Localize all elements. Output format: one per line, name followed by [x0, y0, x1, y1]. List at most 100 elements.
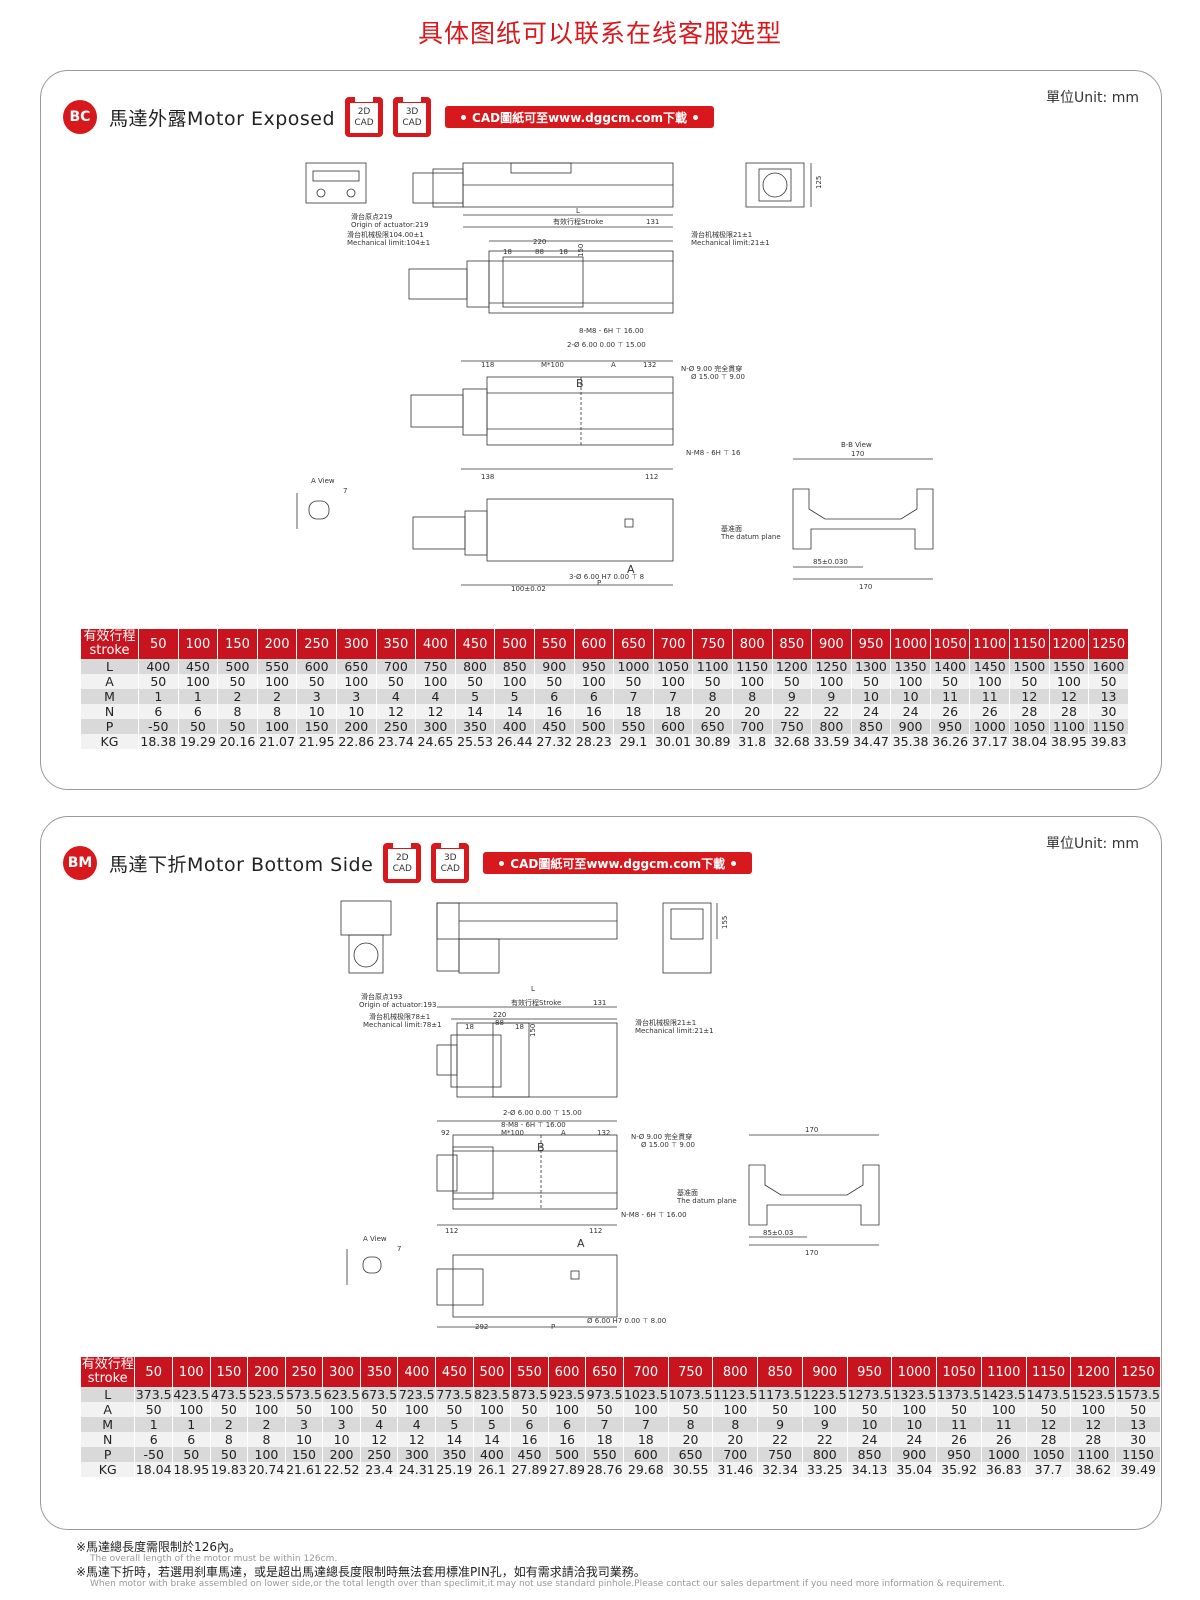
table-cell: 300	[415, 719, 456, 734]
table-cell: 1400	[930, 659, 971, 674]
table-cell: 11	[981, 1417, 1027, 1432]
stroke-header-cell: 1250	[1088, 629, 1129, 659]
origin-label: 滑台原点219	[351, 212, 392, 221]
table-cell: 350	[455, 719, 496, 734]
dim-150a: 150	[529, 1024, 537, 1037]
table-cell: 100	[1070, 1402, 1117, 1417]
table-cell: 1600	[1088, 659, 1129, 674]
table-cell: 6	[534, 689, 575, 704]
table-cell: 12	[1009, 689, 1050, 704]
mech-limit-right: 滑台机械极限21±1	[691, 230, 752, 239]
table-cell: 50	[210, 1447, 249, 1462]
table-cell: 30	[1088, 704, 1129, 719]
stroke-header-cell: 750	[668, 1357, 714, 1387]
table-cell: 1	[178, 689, 219, 704]
series-title: 馬達外露Motor Exposed	[109, 107, 336, 130]
table-cell: 100	[653, 674, 694, 689]
table-cell: 100	[891, 1402, 938, 1417]
end-view-right	[662, 902, 718, 974]
section-mark-b: B	[576, 377, 584, 390]
table-cell: 473.5	[210, 1387, 249, 1402]
stroke-header-cell: 950	[851, 629, 892, 659]
stroke-header-cell: 250	[285, 1357, 324, 1387]
table-cell: 50	[138, 674, 179, 689]
table-cell: 100	[172, 1402, 211, 1417]
table-cell: 450	[178, 659, 219, 674]
table-cell: 2	[257, 689, 298, 704]
stroke-header-cell: 1200	[1049, 629, 1090, 659]
cad-2d-line1: 2D	[357, 107, 371, 117]
table-cell: 650	[668, 1447, 714, 1462]
table-cell: 900	[534, 659, 575, 674]
table-cell: 20.16	[217, 734, 258, 749]
table-cell: 1350	[890, 659, 931, 674]
table-cell: 723.5	[397, 1387, 437, 1402]
row-label: N	[81, 1432, 136, 1447]
dim-138: 138	[481, 473, 494, 481]
table-cell: 24	[890, 704, 931, 719]
table-cell: 1050	[653, 659, 694, 674]
table-cell: 22	[772, 704, 813, 719]
table-cell: 39.83	[1088, 734, 1129, 749]
table-cell: 22.52	[322, 1462, 361, 1477]
stroke-header-cell: 400	[415, 629, 456, 659]
plan-view-1	[436, 1006, 618, 1098]
table-cell: 50	[172, 1447, 211, 1462]
table-cell: 31.8	[732, 734, 773, 749]
table-cell: 10	[296, 704, 337, 719]
table-cell: 10	[890, 689, 931, 704]
table-cell: 50	[1115, 1402, 1161, 1417]
table-cell: 26	[969, 704, 1011, 719]
bb-view-label: B-B View	[841, 441, 872, 449]
table-cell: 6	[574, 689, 615, 704]
table-cell: 750	[415, 659, 456, 674]
table-cell: 1373.5	[936, 1387, 982, 1402]
dim-220: 220	[493, 1011, 506, 1019]
table-cell: 16	[534, 704, 575, 719]
table-cell: 500	[548, 1447, 587, 1462]
table-cell: 600	[296, 659, 337, 674]
stroke-header-cell: 550	[534, 629, 575, 659]
stroke-header-cell: 250	[296, 629, 337, 659]
table-cell: 26.44	[494, 734, 535, 749]
table-cell: 11	[930, 689, 971, 704]
table-cell: 7	[585, 1417, 624, 1432]
cad-3d-line2: CAD	[402, 118, 422, 128]
table-cell: 21.07	[257, 734, 298, 749]
table-cell: 50	[435, 1402, 474, 1417]
table-cell: 28	[1026, 1432, 1072, 1447]
stroke-header-cell: 100	[178, 629, 219, 659]
cad-download-link[interactable]: CAD圖紙可至www.dggcm.com下載	[483, 852, 753, 874]
mech-limit-left: 滑台机械极限78±1	[369, 1012, 430, 1021]
table-cell: 800	[802, 1447, 848, 1462]
table-cell: 38.62	[1070, 1462, 1117, 1477]
table-cell: 12	[376, 704, 417, 719]
table-cell: 27.89	[510, 1462, 549, 1477]
table-cell: 36.83	[981, 1462, 1027, 1477]
table-cell: 26	[981, 1432, 1027, 1447]
hole-spec-1: 2-Ø 6.00 0.00 ⊤ 15.00	[503, 1109, 582, 1117]
table-cell: 50	[178, 719, 219, 734]
dim-85: 85±0.03	[763, 1229, 793, 1237]
cad-download-link[interactable]: CAD圖紙可至www.dggcm.com下載	[445, 106, 714, 128]
table-cell: 9	[811, 689, 852, 704]
table-cell: 21.61	[285, 1462, 324, 1477]
hole-spec-6: Ø 6.00 H7 0.00 ⊤ 8.00	[587, 1317, 666, 1325]
row-label: A	[81, 1402, 136, 1417]
table-cell: 30	[1115, 1432, 1161, 1447]
table-cell: 1100	[1070, 1447, 1117, 1462]
table-cell: 1550	[1049, 659, 1090, 674]
table-cell: 50	[360, 1402, 399, 1417]
dim-220: 220	[533, 238, 546, 246]
table-cell: 1000	[981, 1447, 1027, 1462]
stroke-header-cell: 600	[574, 629, 615, 659]
table-cell: 1123.5	[712, 1387, 759, 1402]
